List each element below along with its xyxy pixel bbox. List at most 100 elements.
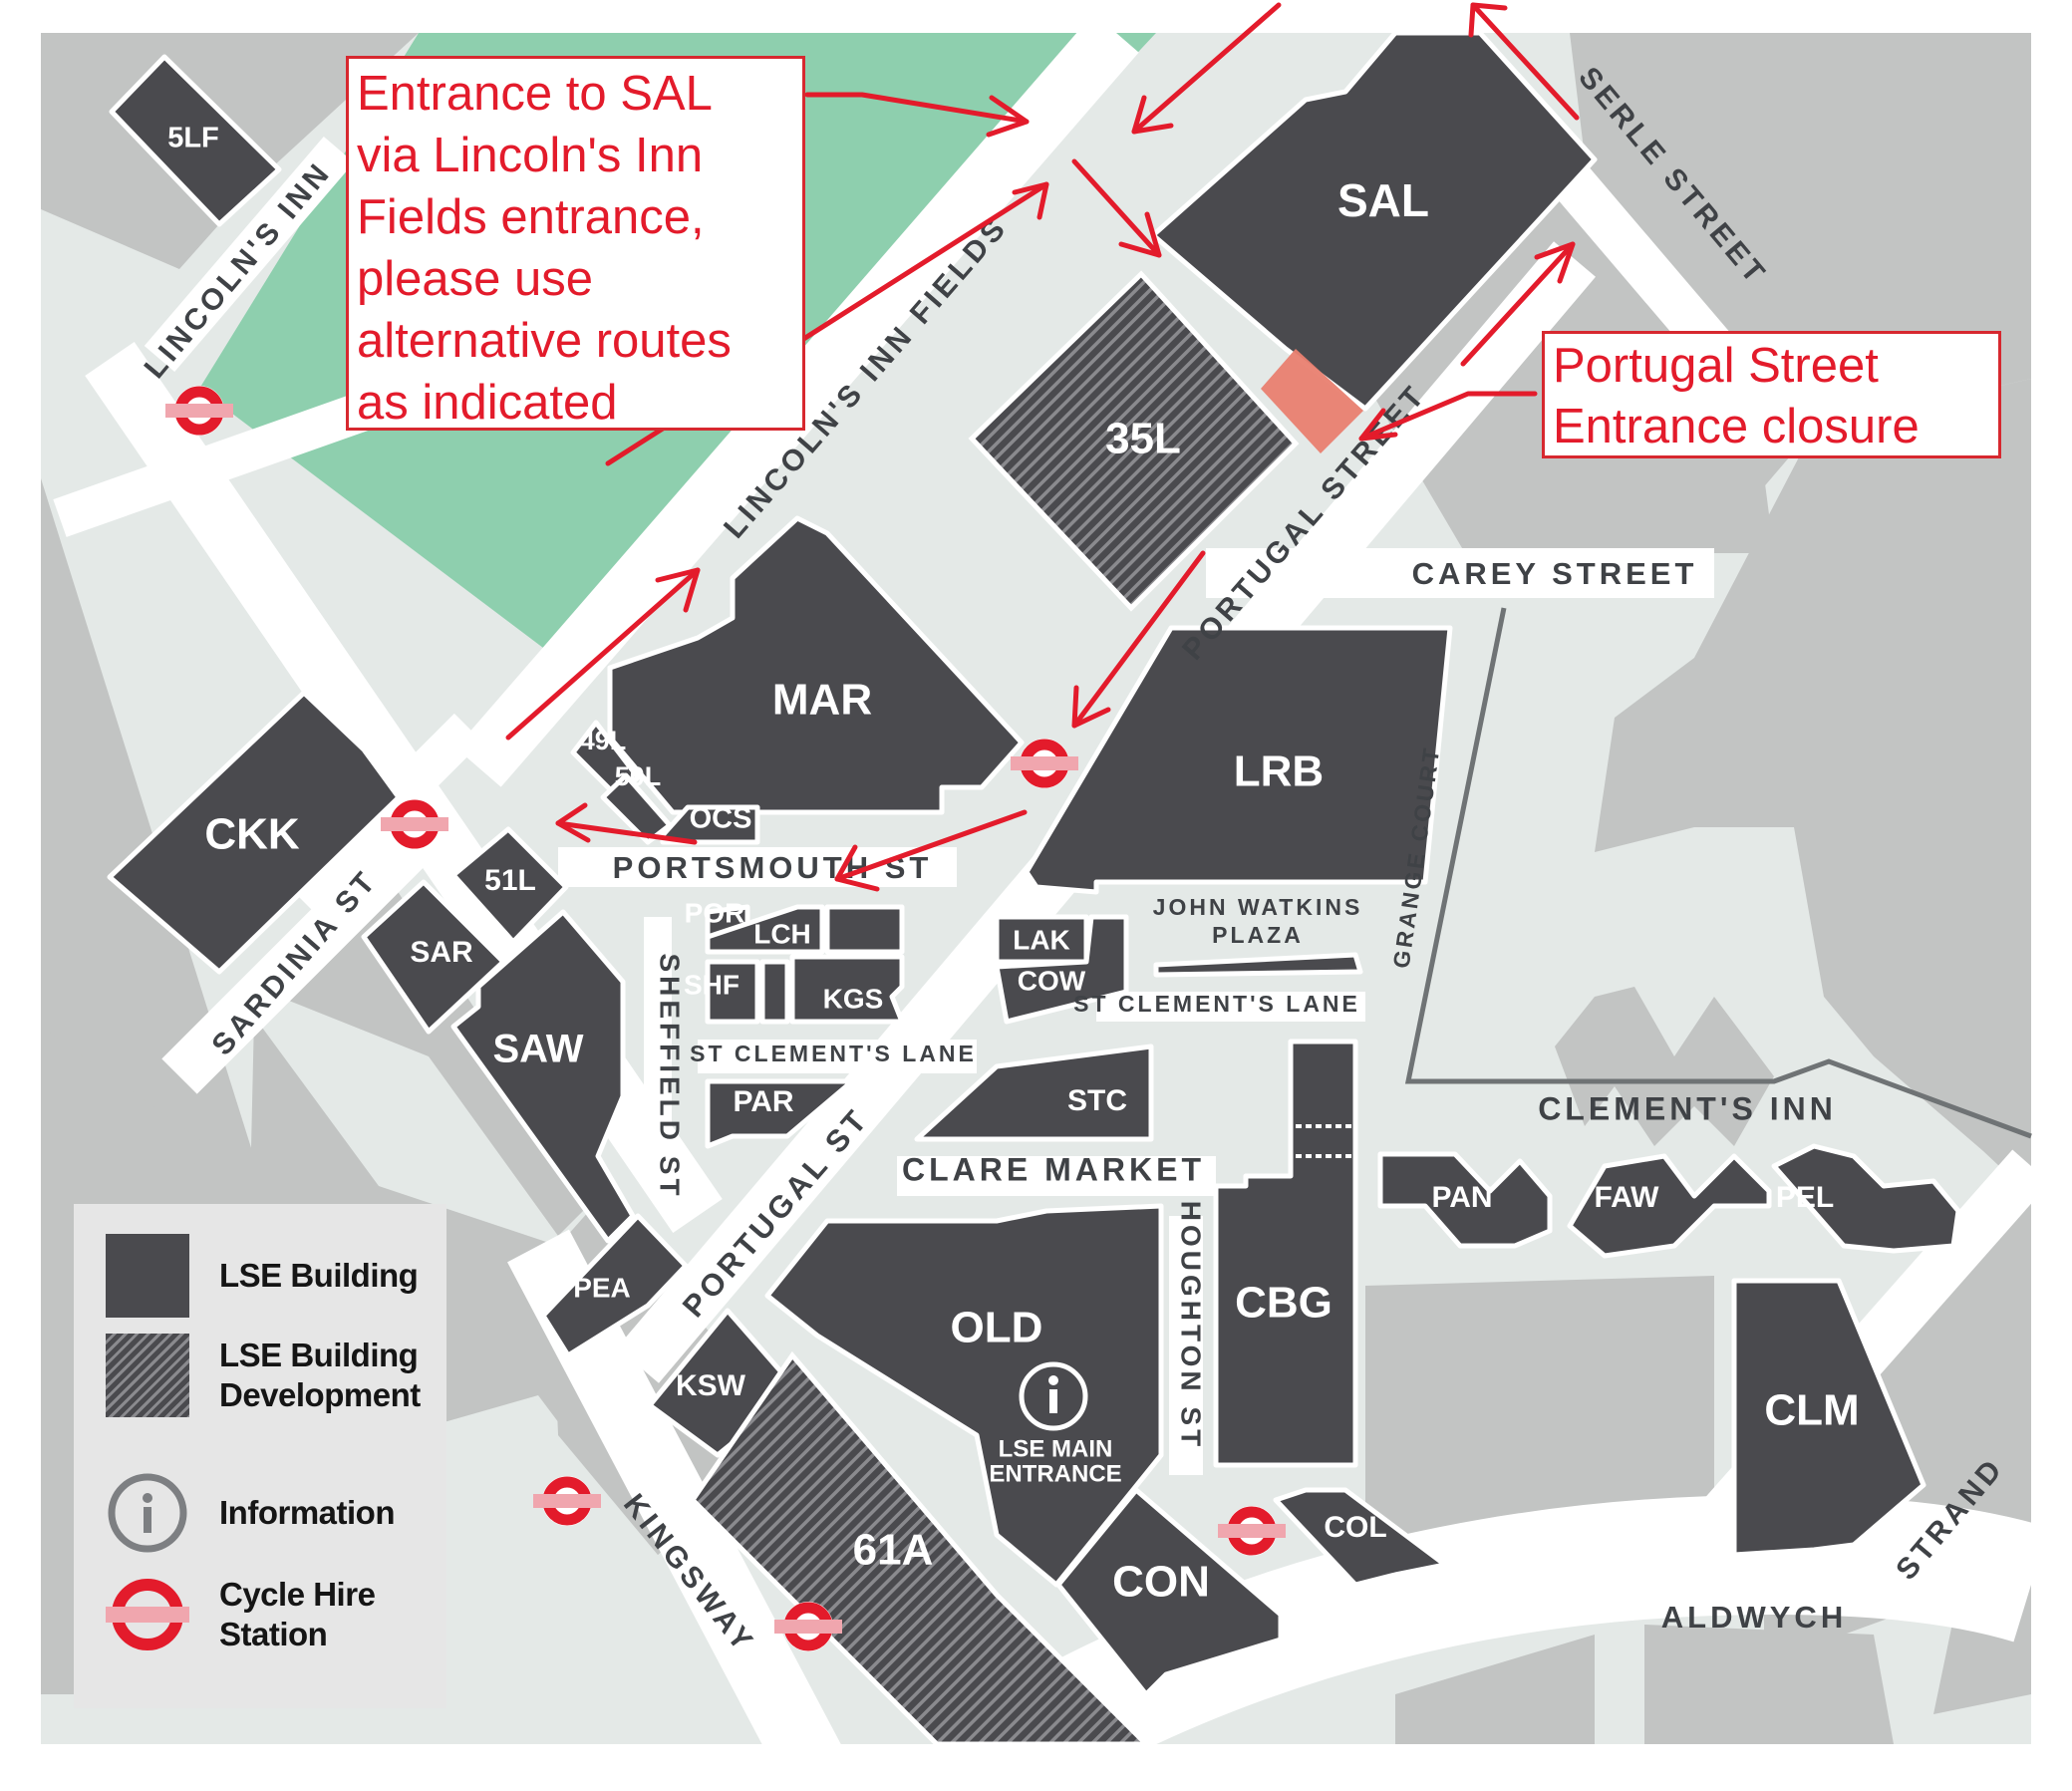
main-entrance-label-line1: LSE MAIN [999,1435,1113,1462]
callout-line: Entrance closure [1553,400,1920,453]
label-50L: 50L [615,761,662,791]
label-SAR: SAR [410,936,473,969]
street-houghton-st: HOUGHTON ST [1176,1201,1207,1450]
building-PEA [540,1213,689,1358]
portugal-street-closure-marker [1261,349,1363,453]
building-PAN [1377,1151,1553,1249]
label-KSW: KSW [676,1369,746,1402]
main-entrance-label-line2: ENTRANCE [989,1460,1121,1487]
street-st-clements-lane-west: ST CLEMENT'S LANE [690,1041,977,1066]
street-john-watkins-plaza-line1: JOHN WATKINS [1153,894,1363,920]
label-61A: 61A [853,1526,934,1575]
callout-line: Entrance to SAL [357,67,713,121]
building-MAR [607,515,1025,815]
building-COW [994,914,1129,1025]
lse-development-swatch-icon [106,1334,189,1417]
legend-item-cycle-hire: Cycle Hire Station [106,1573,376,1656]
street-sheffield-st: SHEFFIELD ST [655,953,686,1199]
building-OCS [660,804,760,845]
legend-label: Information [219,1494,395,1531]
label-COL: COL [1324,1511,1386,1544]
street-carey-street: CAREY STREET [1412,556,1698,591]
callout-line: Fields entrance, [357,190,705,244]
street-aldwych: ALDWYCH [1661,1600,1847,1635]
callout-line: alternative routes [357,314,732,368]
legend-item-lse-development: LSE Building Development [106,1334,421,1417]
label-CKK: CKK [204,810,300,859]
legend-label-line1: Cycle Hire [219,1576,376,1613]
callout-line: Portugal Street [1553,339,1879,393]
building-5LF [109,54,282,227]
legend-item-lse-building: LSE Building [106,1234,419,1318]
label-PEA: PEA [573,1272,631,1303]
cbg-walkway-dashes [1296,1124,1355,1158]
legend-label-line2: Station [219,1616,328,1652]
label-CON: CON [1112,1558,1210,1607]
building-61A [689,1350,1153,1747]
development-buildings [689,270,1300,1747]
label-LAK: LAK [1013,924,1070,955]
sal-entrance-callout: Entrance to SAL via Lincoln's Inn Fields… [346,56,805,431]
street-st-clements-lane-east: ST CLEMENT'S LANE [1073,991,1360,1017]
building-CBG [1213,1039,1358,1468]
building-LRB [1024,625,1453,895]
label-LRB: LRB [1234,747,1324,796]
building-COL [1273,1487,1448,1588]
information-icon[interactable] [1019,1361,1088,1431]
legend-label: Cycle Hire Station [219,1575,376,1654]
information-icon [108,1473,187,1553]
building-SHF [705,959,760,1025]
route-arrows [505,2,1580,892]
legend-label: LSE Building Development [219,1336,421,1415]
building-SAW [450,909,636,1244]
label-SAL: SAL [1337,174,1429,226]
label-49L: 49L [580,726,627,755]
legend-label-line1: LSE Building [219,1337,419,1373]
lse-buildings [107,30,1961,1697]
map-legend: LSE Building LSE Building Development In… [74,1204,446,1708]
grange-court-boundary [1404,607,2032,1139]
building-OLD [764,1203,1164,1588]
legend-item-information: Information [106,1471,395,1555]
street-portsmouth-st: PORTSMOUTH ST [613,850,933,885]
label-POR: POR [685,897,745,928]
label-COW: COW [1018,965,1086,996]
building-KGS [789,954,905,1025]
label-MAR: MAR [772,676,872,725]
building-mid [759,959,790,1025]
lse-building-swatch-icon [106,1234,189,1318]
label-STC: STC [1067,1084,1127,1117]
label-PAN: PAN [1431,1181,1492,1214]
label-OCS: OCS [690,803,752,835]
label-OLD: OLD [951,1304,1043,1352]
building-STC [914,1044,1154,1142]
building-LCH-east [824,904,905,955]
building-PAR [705,1078,855,1149]
callout-line: please use [357,252,594,306]
building-CON [1055,1487,1284,1697]
street-clements-inn: CLEMENT'S INN [1538,1090,1837,1126]
label-35L: 35L [1105,415,1181,463]
building-LCH [705,904,825,955]
building-51L [450,826,569,945]
label-KGS: KGS [823,983,884,1014]
label-LCH: LCH [753,918,811,949]
label-CLM: CLM [1764,1386,1859,1435]
legend-label: LSE Building [219,1257,419,1294]
callout-line: via Lincoln's Inn [357,129,704,182]
building-FAW [1567,1153,1772,1259]
building-CLM [1731,1278,1926,1558]
legend-label-line2: Development [219,1376,421,1413]
building-plaza-strip [1153,952,1363,978]
callout-line: as indicated [357,376,618,430]
building-PEL [1771,1143,1961,1254]
cycle-hire-icon [106,1579,189,1650]
label-PEL: PEL [1776,1181,1834,1214]
label-5LF: 5LF [167,123,219,154]
street-john-watkins-plaza-line2: PLAZA [1212,922,1304,948]
building-35L [968,270,1300,612]
label-PAR: PAR [733,1085,793,1118]
label-CBG: CBG [1235,1279,1332,1328]
label-FAW: FAW [1595,1181,1660,1214]
portugal-closure-callout: Portugal Street Entrance closure [1542,331,2001,458]
